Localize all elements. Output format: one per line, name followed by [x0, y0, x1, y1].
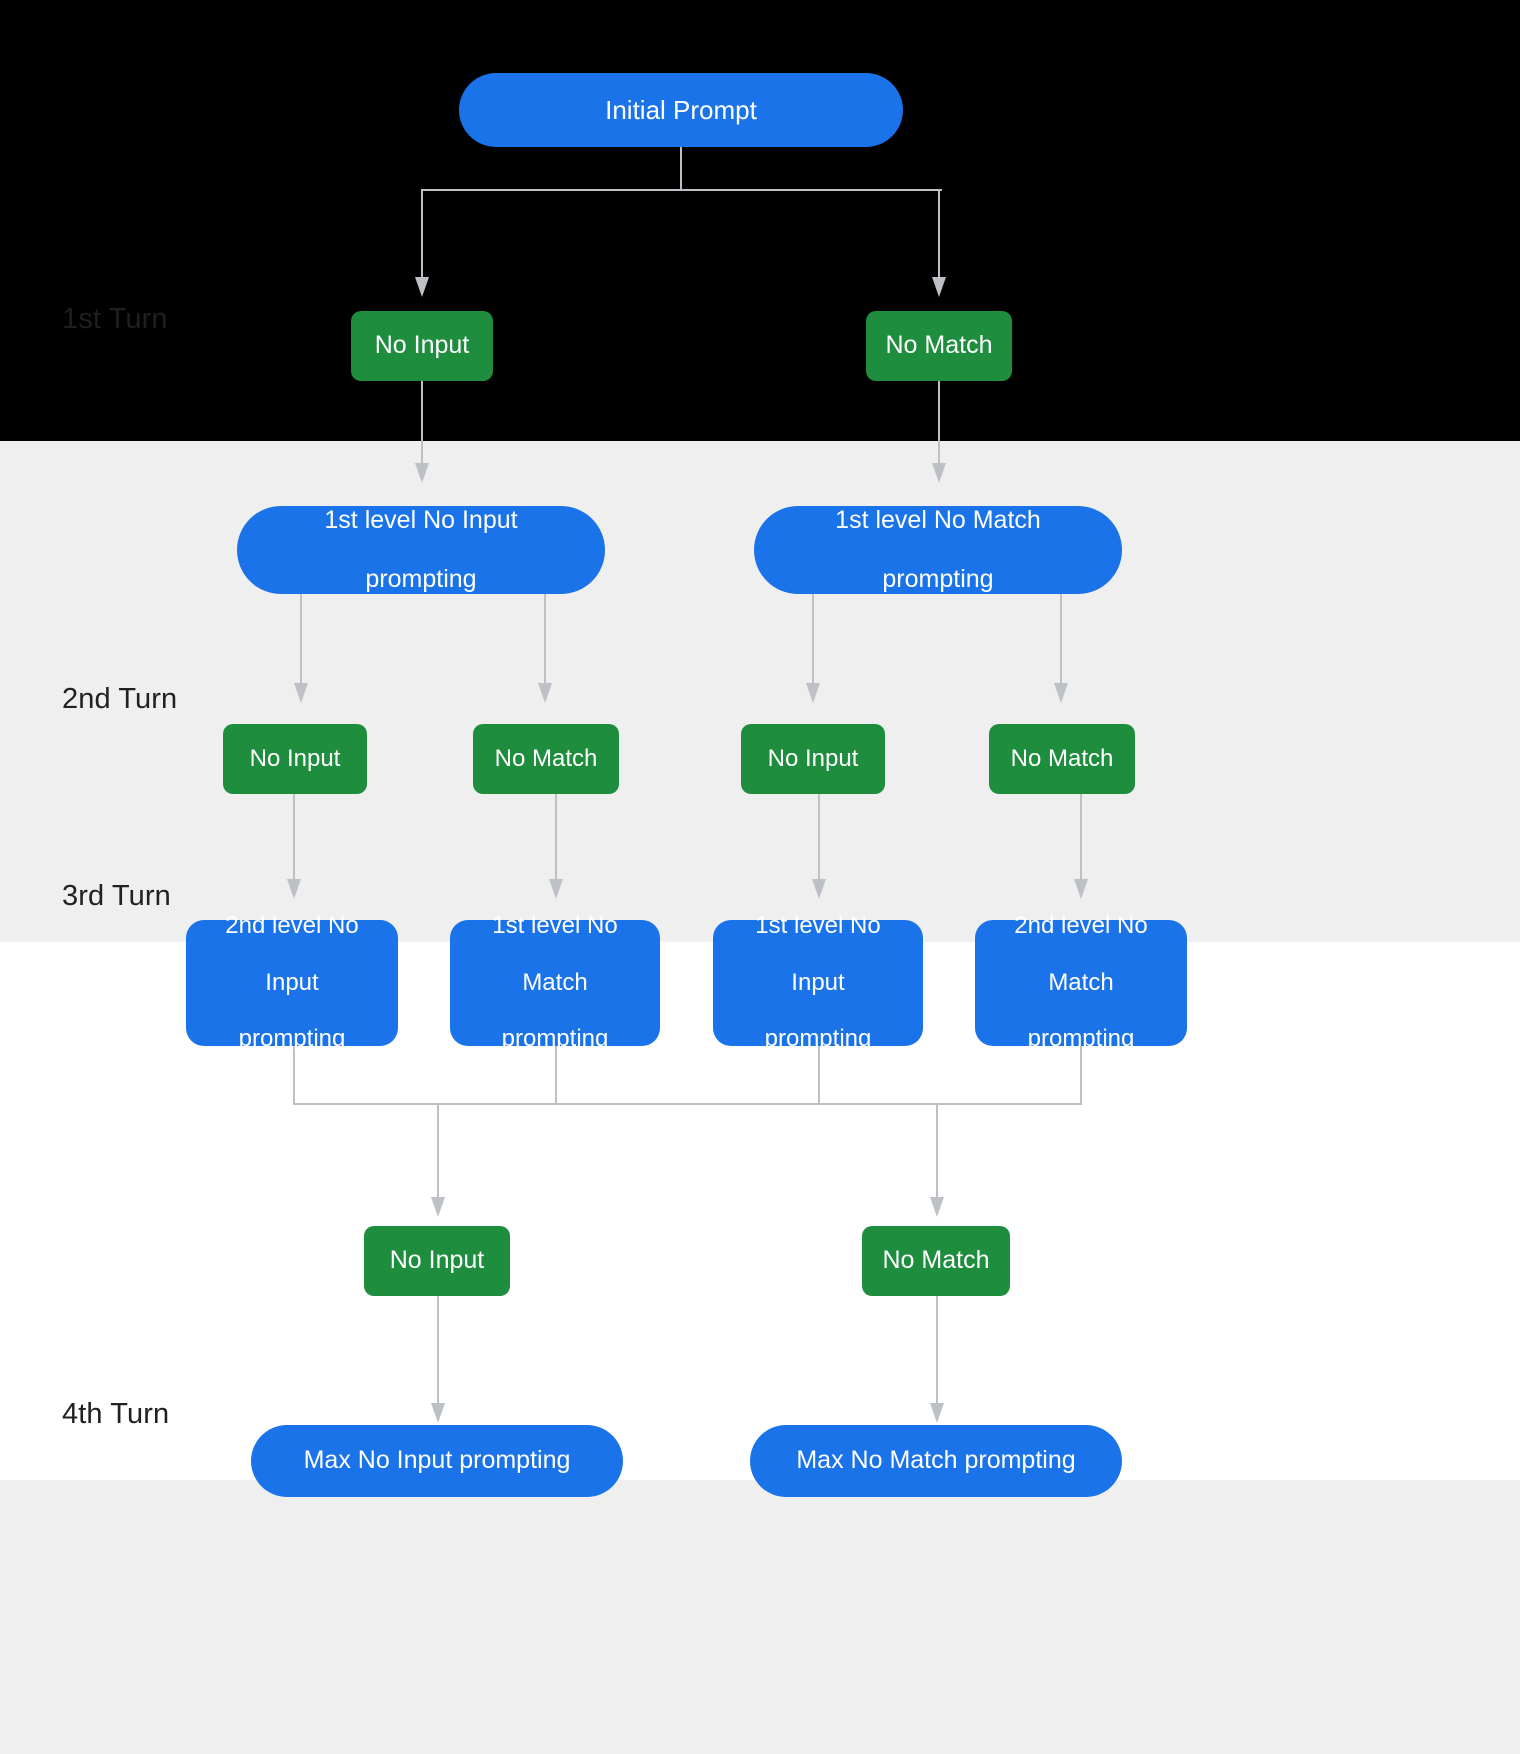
t2-nm-line2: prompting: [882, 564, 994, 593]
connector-merge-bus-left: [293, 1103, 557, 1105]
arrow-t2-left-to-nm: [538, 683, 552, 703]
arrow-merge-to-t3-no-match: [930, 1197, 944, 1217]
connector-t3-p1-stem: [293, 1043, 295, 1104]
connector-t2-right-to-ni: [812, 593, 814, 685]
arrow-t2-nm-a-to-t3: [549, 879, 563, 899]
node-t2-no-match-b[interactable]: No Match: [989, 724, 1135, 794]
t3-p3-line2: Input: [791, 968, 845, 996]
connector-t3-ni-to-t4: [437, 1295, 439, 1405]
connector-root-bus: [421, 189, 942, 191]
connector-t2-ni-b-to-t3: [818, 793, 820, 881]
arrow-t2-ni-a-to-t3: [287, 879, 301, 899]
connector-t3-p3-stem: [818, 1043, 820, 1104]
t3-p4-line2: Match: [1048, 968, 1114, 996]
arrow-t3-nm-to-t4: [930, 1403, 944, 1423]
t3-p3-line3: prompting: [764, 1025, 872, 1053]
node-t3-no-match-label: No Match: [882, 1246, 990, 1275]
t3-p1-line3: prompting: [238, 1025, 346, 1053]
node-t3-no-input[interactable]: No Input: [364, 1226, 510, 1296]
node-t3-prompt-2[interactable]: 1st level No Match prompting: [450, 912, 660, 1052]
node-t3-prompt-2-label: 1st level No Match prompting: [472, 912, 637, 1054]
node-initial-prompt[interactable]: Initial Prompt: [459, 73, 903, 147]
node-t2-prompt-no-match[interactable]: 1st level No Match prompting: [754, 506, 1122, 594]
node-t3-prompt-1-label: 2nd level No Input prompting: [205, 912, 378, 1054]
node-t3-prompt-3-label: 1st level No Input prompting: [735, 912, 900, 1054]
connector-root-to-t1-no-input: [421, 189, 423, 279]
node-t3-prompt-4-label: 2nd level No Match prompting: [994, 912, 1167, 1054]
turn-label-4: 4th Turn: [62, 1398, 170, 1430]
node-t1-no-match[interactable]: No Match: [866, 311, 1012, 381]
connector-t3-p2-stem: [555, 1043, 557, 1104]
t2-nm-line1: 1st level No Match: [835, 505, 1041, 534]
arrow-t3-ni-to-t4: [431, 1403, 445, 1423]
node-t2-no-input-b-label: No Input: [767, 744, 859, 772]
node-t2-no-match-a[interactable]: No Match: [473, 724, 619, 794]
connector-t3-nm-to-t4: [936, 1295, 938, 1405]
t3-p1-line1: 2nd level No: [225, 912, 359, 940]
node-t2-prompt-no-input-label: 1st level No Input prompting: [304, 506, 537, 595]
node-t1-no-input-label: No Input: [374, 331, 470, 360]
t3-p2-line3: prompting: [501, 1025, 609, 1053]
node-t3-prompt-1[interactable]: 2nd level No Input prompting: [186, 912, 398, 1052]
band-turn-2: [0, 441, 1520, 942]
node-t3-no-input-label: No Input: [389, 1246, 485, 1275]
node-t2-no-input-a-label: No Input: [249, 744, 341, 772]
node-initial-prompt-label: Initial Prompt: [605, 94, 757, 125]
node-t2-prompt-no-input[interactable]: 1st level No Input prompting: [237, 506, 605, 594]
connector-root-to-t1-no-match: [938, 189, 940, 279]
connector-merge-bus-right: [555, 1103, 1082, 1105]
node-t2-no-input-a[interactable]: No Input: [223, 724, 367, 794]
connector-merge-to-t3-no-match: [936, 1103, 938, 1199]
connector-t1-ni-to-t2-prompt: [421, 381, 423, 465]
arrow-root-to-t1-no-input: [415, 277, 429, 297]
arrow-t2-right-to-nm: [1054, 683, 1068, 703]
arrow-t1-nm-to-t2-prompt: [932, 463, 946, 483]
node-t4-max-no-input-label: Max No Input prompting: [303, 1446, 571, 1475]
connector-t2-left-to-ni: [300, 593, 302, 685]
connector-t1-nm-to-t2-prompt: [938, 381, 940, 465]
connector-t2-left-to-nm: [544, 593, 546, 685]
arrow-root-to-t1-no-match: [932, 277, 946, 297]
arrow-t2-ni-b-to-t3: [812, 879, 826, 899]
arrow-merge-to-t3-no-input: [431, 1197, 445, 1217]
band-turn-1: [0, 0, 1520, 441]
turn-label-2: 2nd Turn: [62, 683, 178, 715]
turn-label-3: 3rd Turn: [62, 880, 171, 912]
arrow-t1-ni-to-t2-prompt: [415, 463, 429, 483]
node-t2-prompt-no-match-label: 1st level No Match prompting: [815, 506, 1061, 595]
node-t1-no-input[interactable]: No Input: [351, 311, 493, 381]
t3-p2-line1: 1st level No: [492, 912, 618, 940]
connector-t2-right-to-nm: [1060, 593, 1062, 685]
t3-p1-line2: Input: [265, 968, 319, 996]
connector-root-stem: [680, 146, 682, 190]
t3-p2-line2: Match: [522, 968, 588, 996]
t2-ni-line2: prompting: [365, 564, 477, 593]
connector-t2-nm-b-to-t3: [1080, 793, 1082, 881]
t3-p4-line3: prompting: [1027, 1025, 1135, 1053]
node-t3-no-match[interactable]: No Match: [862, 1226, 1010, 1296]
connector-t2-ni-a-to-t3: [293, 793, 295, 881]
connector-t3-p4-stem: [1080, 1043, 1082, 1104]
node-t2-no-match-a-label: No Match: [494, 744, 598, 772]
t3-p4-line1: 2nd level No: [1014, 912, 1148, 940]
node-t4-max-no-input[interactable]: Max No Input prompting: [251, 1425, 623, 1497]
node-t4-max-no-match-label: Max No Match prompting: [796, 1446, 1076, 1475]
node-t3-prompt-3[interactable]: 1st level No Input prompting: [713, 912, 923, 1052]
arrow-t2-right-to-ni: [806, 683, 820, 703]
node-t2-no-input-b[interactable]: No Input: [741, 724, 885, 794]
turn-label-1: 1st Turn: [62, 303, 168, 335]
t3-p3-line1: 1st level No: [755, 912, 881, 940]
node-t4-max-no-match[interactable]: Max No Match prompting: [750, 1425, 1122, 1497]
connector-t2-nm-a-to-t3: [555, 793, 557, 881]
arrow-t2-nm-b-to-t3: [1074, 879, 1088, 899]
t2-ni-line1: 1st level No Input: [324, 505, 518, 534]
connector-merge-to-t3-no-input: [437, 1103, 439, 1199]
node-t2-no-match-b-label: No Match: [1010, 744, 1114, 772]
band-turn-4: [0, 1480, 1520, 1754]
node-t3-prompt-4[interactable]: 2nd level No Match prompting: [975, 912, 1187, 1052]
arrow-t2-left-to-ni: [294, 683, 308, 703]
node-t1-no-match-label: No Match: [885, 331, 993, 360]
